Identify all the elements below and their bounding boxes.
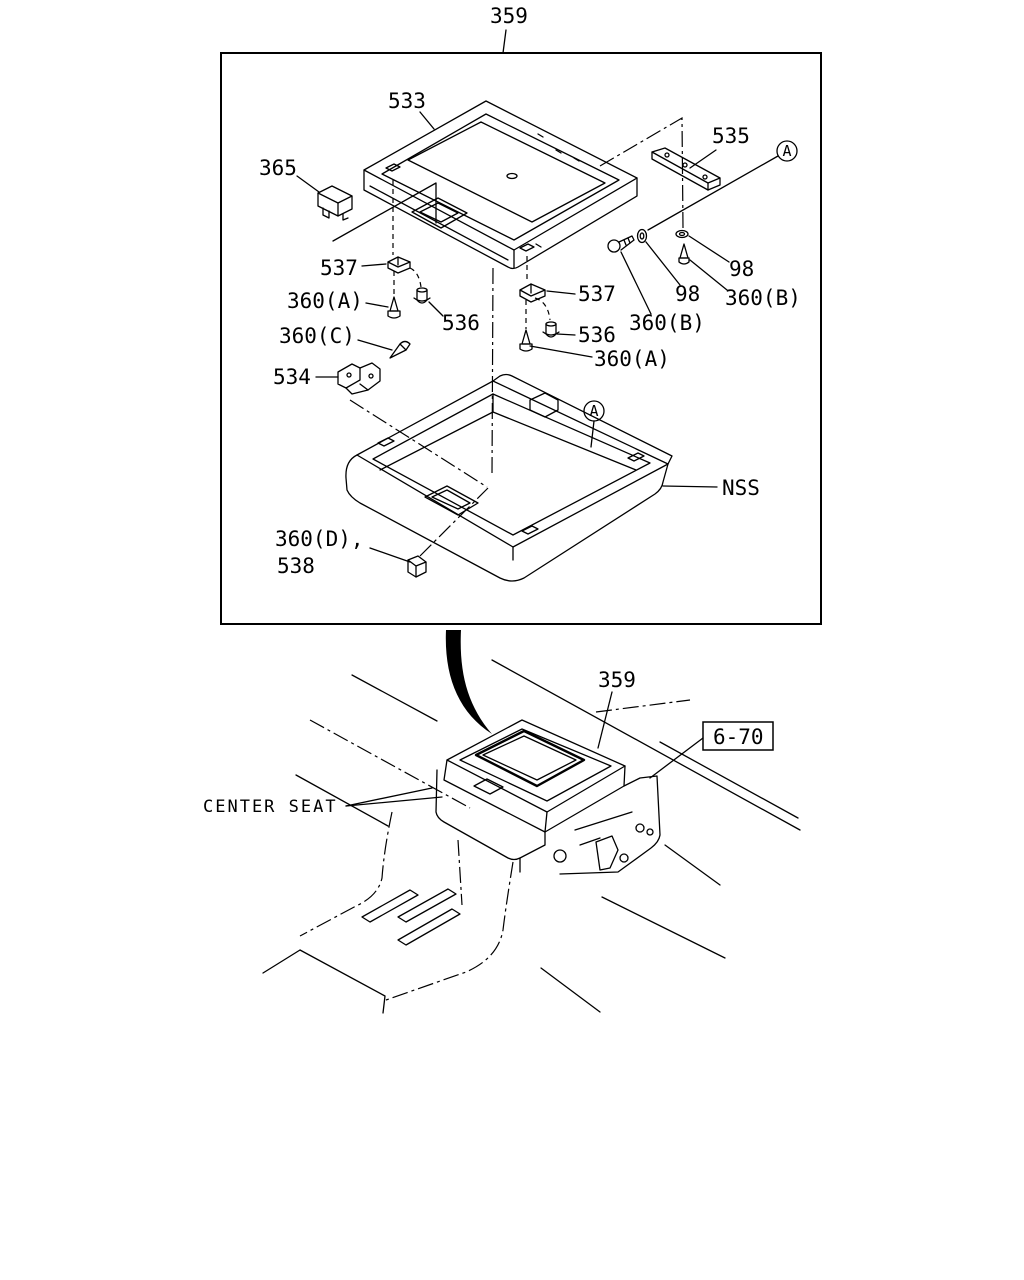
page-ref-6-70: 6-70	[713, 725, 764, 749]
callout-538: 538	[277, 554, 315, 578]
page-ref-box	[702, 721, 774, 751]
ref-a-upper-circle	[776, 140, 798, 162]
screw-360a-right	[519, 329, 533, 352]
clip-537-left	[387, 256, 411, 274]
callout-533: 533	[388, 89, 426, 113]
callout-537-right: 537	[578, 282, 616, 306]
clip-538	[407, 555, 427, 578]
callout-98-right: 98	[729, 257, 754, 281]
cap-536-right	[542, 321, 560, 338]
vehicle-floor-lines	[262, 659, 801, 1014]
washer-98-mid	[636, 228, 648, 244]
callout-360a-right: 360(A)	[594, 347, 670, 371]
ref-a-lower-circle	[583, 400, 605, 422]
bracket-535	[651, 147, 721, 191]
washer-98-right	[675, 229, 689, 239]
callout-nss: NSS	[722, 476, 760, 500]
callout-359-top: 359	[490, 4, 528, 28]
alignment-lines	[349, 116, 684, 557]
shift-slots	[361, 888, 461, 946]
callout-537-left: 537	[320, 256, 358, 280]
callout-365: 365	[259, 156, 297, 180]
center-seat-leaders	[345, 787, 443, 807]
screw-360a-left	[387, 296, 401, 319]
fastener-paths	[392, 180, 551, 329]
callout-360b-right: 360(B)	[725, 286, 801, 310]
clip-537-right	[519, 283, 546, 303]
cap-536-left	[413, 287, 431, 304]
callout-535: 535	[712, 124, 750, 148]
callout-536-right: 536	[578, 323, 616, 347]
screw-360b-mid	[607, 235, 635, 253]
bracket-534	[337, 362, 381, 395]
location-pointer-arrow	[445, 630, 492, 734]
callout-359-location: 359	[598, 668, 636, 692]
callout-360b-mid: 360(B)	[629, 311, 705, 335]
callout-360d: 360(D),	[275, 527, 364, 551]
leader-359-top	[502, 29, 507, 54]
callout-534: 534	[273, 365, 311, 389]
switch-365	[317, 185, 353, 221]
leader-359-location	[597, 691, 613, 749]
callout-360c: 360(C)	[279, 324, 355, 348]
callout-98-mid: 98	[675, 282, 700, 306]
center-seat-label: CENTER SEAT	[203, 797, 338, 817]
callout-360a-left: 360(A)	[287, 289, 363, 313]
callout-536-left: 536	[442, 311, 480, 335]
center-console-359	[435, 719, 661, 875]
lid-533	[332, 100, 638, 270]
callout-leaders	[296, 111, 779, 563]
vehicle-floor-centerlines	[299, 699, 691, 1001]
screw-360c	[389, 340, 411, 359]
screw-360b-right	[678, 243, 690, 265]
tray-nss	[345, 373, 673, 582]
ref-a-upper: A	[782, 142, 791, 160]
exploded-view-frame	[220, 52, 822, 625]
ref-a-lower: A	[589, 402, 598, 420]
leader-page-ref	[649, 737, 704, 779]
